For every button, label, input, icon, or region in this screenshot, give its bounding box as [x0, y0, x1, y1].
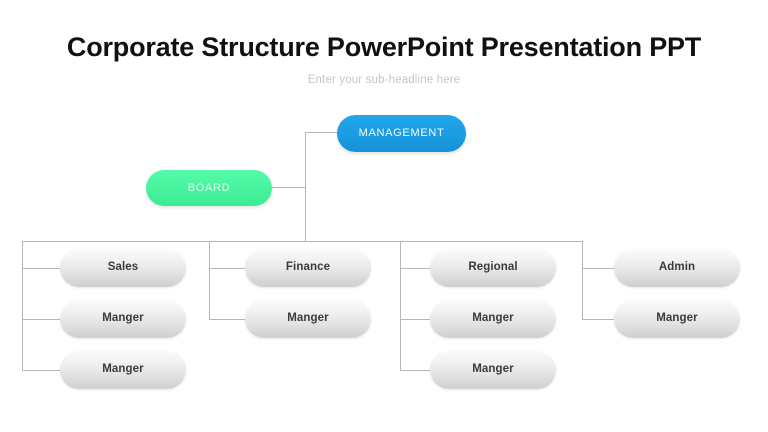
connector-regional-stub-1 [400, 268, 433, 269]
node-finance-manger-1-label: Manger [287, 312, 329, 325]
node-sales-manger-2-label: Manger [102, 363, 144, 376]
node-sales-manger-2[interactable]: Manger [60, 351, 186, 389]
connector-col-finance-vertical [209, 241, 210, 320]
node-board[interactable]: BOARD [146, 170, 272, 206]
node-admin-label: Admin [658, 261, 696, 274]
node-finance-label: Finance [285, 261, 331, 274]
node-regional-manger-2-label: Manger [472, 363, 514, 376]
node-regional-manger-2[interactable]: Manger [430, 351, 556, 389]
node-management-label: MANAGEMENT [358, 127, 445, 139]
connector-sales-stub-3 [22, 370, 62, 371]
node-sales-manger-1-label: Manger [102, 312, 144, 325]
node-finance[interactable]: Finance [245, 249, 371, 287]
node-admin-manger-1[interactable]: Manger [614, 300, 740, 338]
node-management[interactable]: MANAGEMENT [337, 115, 466, 152]
node-regional-manger-1[interactable]: Manger [430, 300, 556, 338]
page-subtitle: Enter your sub-headline here [307, 74, 461, 86]
node-regional[interactable]: Regional [430, 249, 556, 287]
node-regional-label: Regional [468, 261, 518, 274]
connector-management-stub [305, 132, 339, 133]
connector-col-regional-vertical [400, 241, 401, 371]
connector-col-admin-vertical [582, 241, 583, 320]
connector-sales-stub-2 [22, 319, 62, 320]
page-title: Corporate Structure PowerPoint Presentat… [66, 32, 702, 62]
node-admin[interactable]: Admin [614, 249, 740, 287]
connector-finance-stub-1 [209, 268, 248, 269]
node-sales-label: Sales [107, 261, 139, 274]
connector-sales-stub-1 [22, 268, 62, 269]
connector-bus-horizontal [22, 241, 583, 242]
connector-admin-stub-1 [582, 268, 615, 269]
connector-regional-stub-3 [400, 370, 433, 371]
node-board-label: BOARD [187, 181, 231, 194]
connector-board-stub [271, 187, 306, 188]
connector-regional-stub-2 [400, 319, 433, 320]
connector-admin-stub-2 [582, 319, 615, 320]
connector-finance-stub-2 [209, 319, 248, 320]
connector-col-sales-vertical [22, 241, 23, 371]
node-sales[interactable]: Sales [60, 249, 186, 287]
node-admin-manger-1-label: Manger [656, 312, 698, 325]
node-regional-manger-1-label: Manger [472, 312, 514, 325]
node-finance-manger-1[interactable]: Manger [245, 300, 371, 338]
node-sales-manger-1[interactable]: Manger [60, 300, 186, 338]
